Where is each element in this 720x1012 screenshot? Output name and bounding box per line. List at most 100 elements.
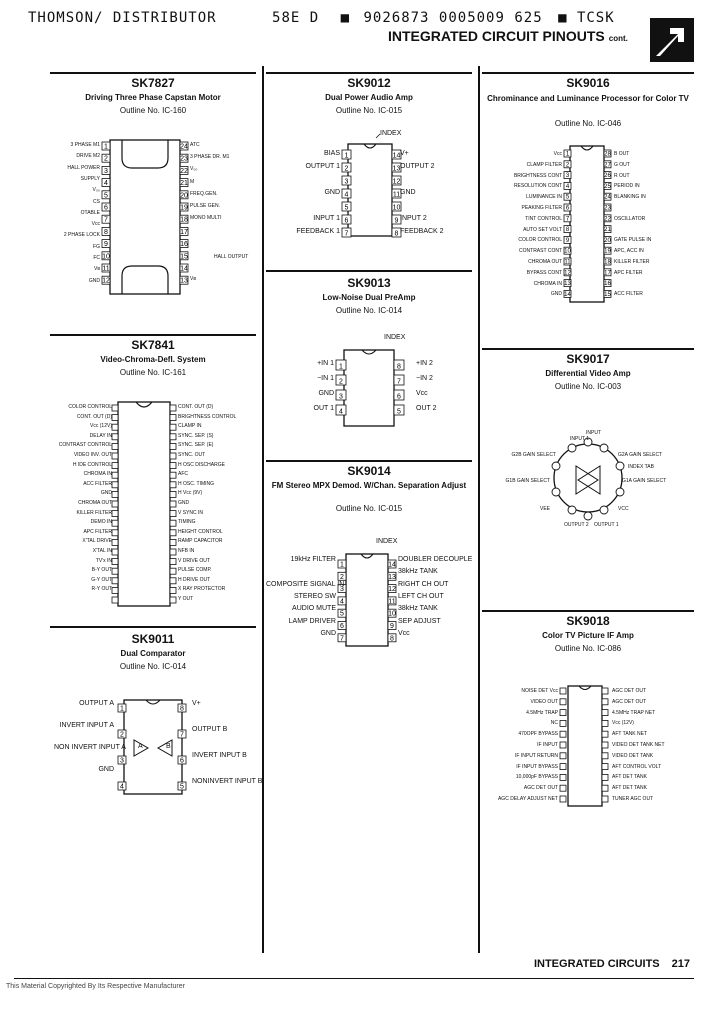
pin-label: HALL POWER	[67, 164, 100, 171]
pin-label: Vcc (12V)	[612, 720, 634, 727]
pin-label: G OUT	[614, 161, 630, 168]
pin-label: BYPASS CONT	[526, 269, 562, 276]
pin-box	[111, 538, 119, 546]
pin-number: 3	[566, 173, 570, 179]
pin-number: 4	[345, 192, 349, 199]
pin-label: B OUT	[614, 151, 630, 157]
pin-box	[563, 192, 572, 201]
pin-box	[559, 774, 567, 781]
pin-number: 14	[564, 292, 571, 298]
pin-label: VIDEO OUT	[530, 698, 558, 705]
pin-number: 2	[120, 732, 124, 739]
pin-number: 19	[604, 249, 611, 255]
pin-label: B-Y OUT	[91, 567, 112, 574]
pin-label: V DRIVE OUT	[178, 557, 210, 564]
pin-box	[179, 202, 189, 212]
pin-box	[101, 227, 111, 236]
pin-number: 3	[339, 394, 343, 401]
outline-sk9012: Outline No. IC-015	[335, 106, 403, 115]
pin-label: SYNC. OUT	[178, 452, 206, 458]
pin-label: DRIVE M2	[76, 153, 100, 160]
pin-box	[563, 149, 572, 158]
sk9017-label-vee: VEE	[540, 506, 551, 512]
part-desc-sk9013: Low-Noise Dual PreAmp	[322, 293, 416, 302]
outline-sk9013: Outline No. IC-014	[335, 306, 403, 315]
pin-box	[111, 596, 119, 604]
pin-label: SYNC. SEP. (S)	[178, 432, 214, 439]
part-desc-sk9017: Differential Video Amp	[545, 369, 631, 378]
pin-box	[169, 433, 177, 441]
pin-box	[603, 225, 612, 233]
pin-number: 6	[340, 623, 344, 630]
column-divider	[478, 66, 480, 953]
pin-label: 10,000pF BYPASS	[515, 774, 558, 781]
pin-label: GND	[98, 766, 114, 773]
pin-number: 23	[180, 156, 188, 163]
pin-box	[179, 214, 189, 224]
pin-label: AFT DET TANK	[612, 785, 647, 792]
sk9017-label-input: INPUT	[586, 430, 601, 436]
section-rule	[50, 72, 256, 74]
footer-label: INTEGRATED CIRCUITS	[533, 958, 660, 970]
pin-number: 1	[340, 562, 344, 569]
pin-label: NON INVERT INPUT A	[54, 744, 126, 751]
pin-box	[169, 510, 177, 517]
pin-box	[559, 763, 567, 770]
pin-label: LAMP DRIVER	[288, 617, 336, 625]
pin-label: H OSC DISCHARGE	[178, 461, 225, 468]
pin-number: 19	[180, 205, 188, 212]
pin-box	[387, 608, 397, 618]
pin-label: 4.5MHz TRAP	[526, 709, 558, 716]
pin-number: 21	[180, 180, 188, 187]
pin-box	[603, 192, 612, 201]
part-number-sk9012: SK9012	[347, 76, 391, 90]
pin-label: V₀₀	[92, 187, 101, 194]
part-number-sk9018: SK9018	[566, 614, 610, 628]
pin-box	[111, 404, 119, 412]
pin-label: BIAS	[324, 150, 340, 157]
pin-box	[177, 781, 187, 791]
part-desc-sk9014: FM Stereo MPX Demod. W/Chan. Separation …	[271, 481, 467, 490]
pin-number: 4	[566, 184, 570, 190]
pin-number: 16	[604, 281, 611, 287]
pin-number: 5	[345, 205, 349, 212]
pin-box	[101, 141, 111, 151]
pin-circle	[615, 487, 625, 497]
pin-number: 18	[604, 260, 611, 266]
pin-label: OUTPUT 1	[305, 163, 341, 170]
pin-box	[563, 182, 572, 190]
pin-label: RESOLUTION CONT	[513, 183, 562, 190]
pin-box	[393, 389, 405, 401]
pin-box	[603, 160, 612, 169]
distributor-label: THOMSON/ DISTRIBUTOR	[28, 10, 217, 26]
part-desc-sk9011: Dual Comparator	[120, 649, 186, 658]
pin-box	[101, 202, 111, 212]
pin-label: INPUT 2	[400, 215, 427, 222]
corner-arrow-icon	[650, 18, 694, 62]
pin-label: APC FILTER	[83, 528, 112, 535]
pin-label: 3 PHASE DR. M1	[190, 154, 230, 161]
pin-label: OUTPUT 2	[400, 163, 435, 170]
pin-box	[111, 491, 119, 498]
pin-box	[393, 359, 405, 371]
sk9017-label-g1a: G1A GAIN SELECT	[622, 478, 667, 484]
pin-label: OSCILLATOR	[614, 215, 646, 222]
pin-box	[341, 175, 352, 186]
pin-box	[169, 443, 177, 450]
section-rule	[266, 270, 472, 272]
pin-number: 1	[104, 144, 108, 151]
outline-sk9017: Outline No. IC-003	[554, 382, 622, 391]
pin-number: 8	[566, 227, 570, 233]
outline-sk7827: Outline No. IC-160	[119, 106, 187, 115]
pin-box	[101, 239, 111, 248]
pin-box	[101, 251, 111, 261]
pin-box	[559, 687, 567, 695]
pin-label: PULSE COMP.	[178, 567, 212, 574]
part-number-sk9013: SK9013	[347, 276, 391, 290]
pin-box	[169, 538, 177, 546]
outline-sk9016: Outline No. IC-046	[554, 119, 622, 128]
pin-number: 16	[180, 241, 188, 248]
pin-number: 2	[339, 379, 343, 386]
